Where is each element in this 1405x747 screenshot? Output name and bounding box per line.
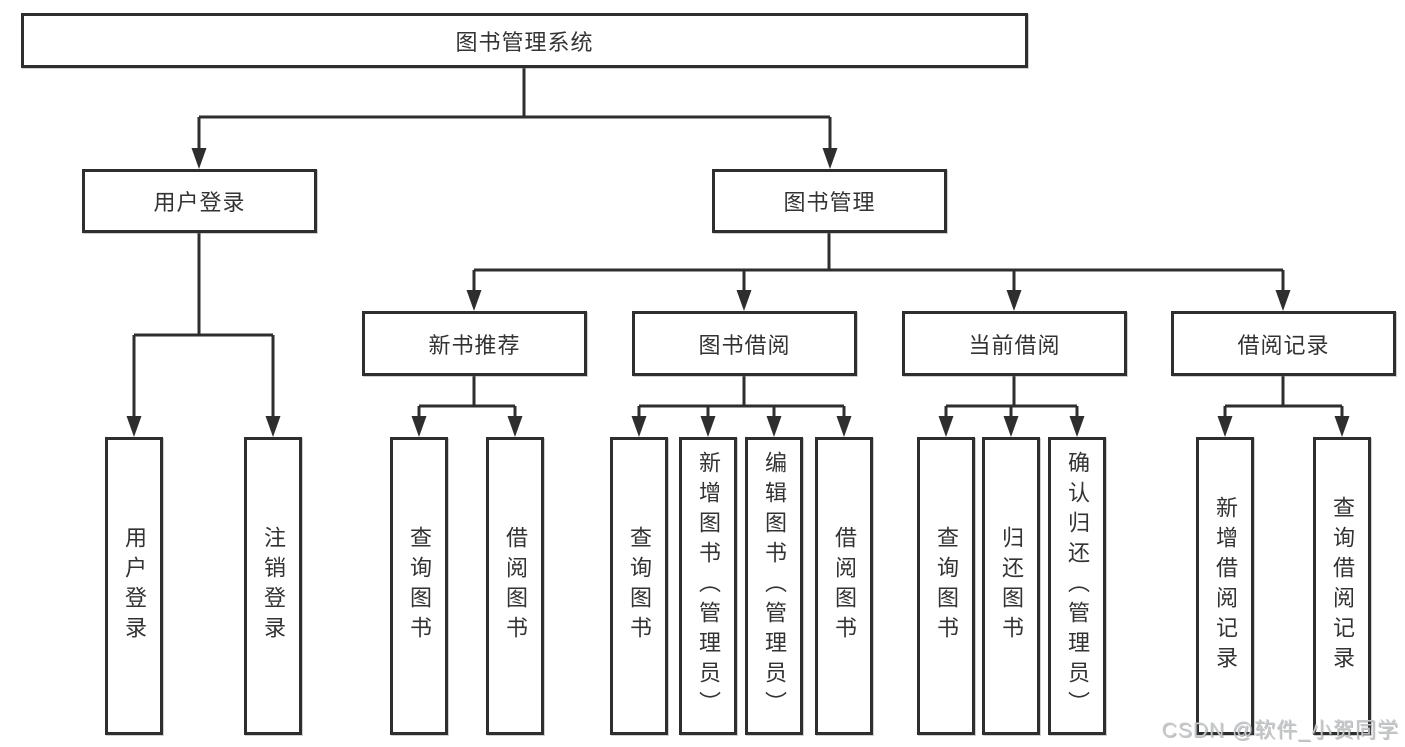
node-label: 查询借阅记录 [1330,496,1355,676]
node-label: 图书管理系统 [455,29,594,55]
node-label: 借阅图书 [832,526,857,646]
node-book-management-branch: 图书管理 [712,169,947,233]
leaf-borrow-books: 借阅图书 [815,437,873,735]
node-label: 借阅记录 [1237,332,1330,358]
node-label: 用户登录 [122,526,147,646]
arrowheads [126,148,1350,437]
node-label: 确认归还（管理员） [1065,451,1090,721]
node-label: 新书推荐 [428,332,521,358]
leaf-query-books: 查询图书 [917,437,975,735]
leaf-query-borrow-record: 查询借阅记录 [1313,437,1371,735]
leaf-add-borrow-record: 新增借阅记录 [1196,437,1254,735]
leaf-borrow-books: 借阅图书 [486,437,544,735]
leaf-query-books: 查询图书 [390,437,448,735]
leaf-confirm-return-admin: 确认归还（管理员） [1048,437,1106,735]
node-label: 当前借阅 [968,332,1061,358]
leaf-query-books: 查询图书 [610,437,668,735]
node-label: 新增借阅记录 [1213,496,1238,676]
leaf-edit-books-admin: 编辑图书（管理员） [745,437,803,735]
leaf-add-books-admin: 新增图书（管理员） [679,437,737,735]
node-label: 借阅图书 [503,526,528,646]
node-book-borrowing: 图书借阅 [632,311,857,376]
node-label: 新增图书（管理员） [696,451,721,721]
csdn-watermark: CSDN @软件_小贺同学 [1161,719,1399,742]
node-library-management-system: 图书管理系统 [21,13,1028,68]
node-new-book-recommendation: 新书推荐 [362,311,587,376]
node-label: 图书借阅 [698,332,791,358]
node-label: 查询图书 [407,526,432,646]
node-label: 查询图书 [934,526,959,646]
node-user-login-branch: 用户登录 [82,169,317,233]
node-current-borrowing: 当前借阅 [902,311,1127,376]
node-label: 注销登录 [261,526,286,646]
node-label: 图书管理 [783,190,876,215]
leaf-logout: 注销登录 [244,437,302,735]
leaf-user-login: 用户登录 [105,437,163,735]
node-label: 归还图书 [999,526,1024,646]
leaf-return-books: 归还图书 [982,437,1040,735]
node-label: 用户登录 [153,190,246,215]
node-borrowing-records: 借阅记录 [1171,311,1396,376]
node-label: 编辑图书（管理员） [762,451,787,721]
node-label: 查询图书 [627,526,652,646]
